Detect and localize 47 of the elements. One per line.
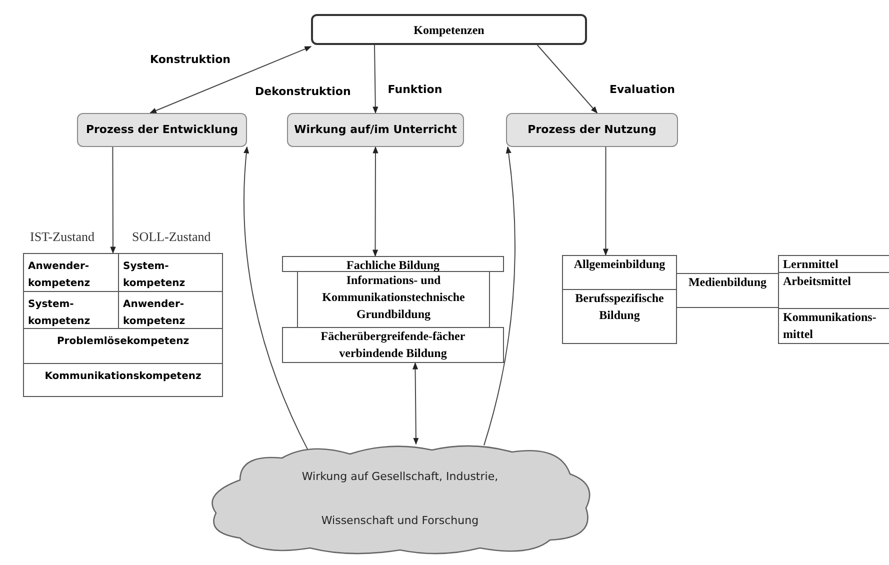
table-cell <box>282 256 504 272</box>
table-frame <box>23 253 223 397</box>
arrow <box>536 44 598 114</box>
cell-text: System- kompetenz <box>123 260 186 291</box>
cloud-text: Wirkung auf Gesellschaft, Industrie, Wissenschaft und Forschung <box>302 470 498 527</box>
table-cell <box>297 272 490 327</box>
cell-text: System- kompetenz <box>28 298 92 329</box>
cell-text: Lernmittel <box>783 256 838 273</box>
table-cell <box>778 255 889 273</box>
annotation-text: Konstruktion <box>150 52 231 68</box>
cell-text: Kommunikations- mittel <box>783 309 878 343</box>
box-text: Wirkung auf/im Unterricht <box>294 122 457 138</box>
arrow <box>110 146 116 254</box>
process-box <box>287 113 464 147</box>
cell-text: Berufsspezifische Bildung <box>574 290 665 324</box>
arrow <box>372 44 378 114</box>
annotation-text: SOLL-Zustand <box>132 228 211 246</box>
annotation-text: IST-Zustand <box>30 228 95 246</box>
arrow <box>372 146 378 257</box>
table-cell <box>562 255 677 290</box>
cell-text: Fachliche Bildung <box>346 257 440 274</box>
arrow <box>243 146 308 451</box>
arrow <box>602 146 608 256</box>
table-cell <box>562 290 677 344</box>
arrow <box>412 362 419 445</box>
arrow <box>149 46 312 114</box>
cell-text: Informations- und Kommunikationstechnische Grundbildung <box>321 272 466 323</box>
rounded-box <box>311 14 587 45</box>
box-text: Prozess der Nutzung <box>528 122 656 138</box>
cell-text: Arbeitsmittel <box>783 273 851 290</box>
table-cell <box>778 308 889 344</box>
table-cell <box>282 327 504 363</box>
cell-text: Problemlösekompetenz <box>56 335 190 349</box>
band-text: Medienbildung <box>688 274 767 291</box>
cell-text: Anwender- kompetenz <box>28 260 92 291</box>
cell-text: Allgemeinbildung <box>574 256 666 273</box>
box-text: Prozess der Entwicklung <box>86 122 238 138</box>
annotation-text: Dekonstruktion <box>255 84 351 100</box>
table-cell <box>24 292 119 329</box>
cell-text: Fächerübergreifende-fächer verbindende Bildung <box>320 328 466 362</box>
arrow <box>484 146 516 446</box>
cell-text: Anwender- kompetenz <box>123 298 186 329</box>
cell-text: Kommunikationskompetenz <box>44 370 202 384</box>
table-cell <box>24 254 119 292</box>
process-box <box>77 113 247 147</box>
box-text: Kompetenzen <box>414 22 484 38</box>
process-box <box>506 113 678 147</box>
